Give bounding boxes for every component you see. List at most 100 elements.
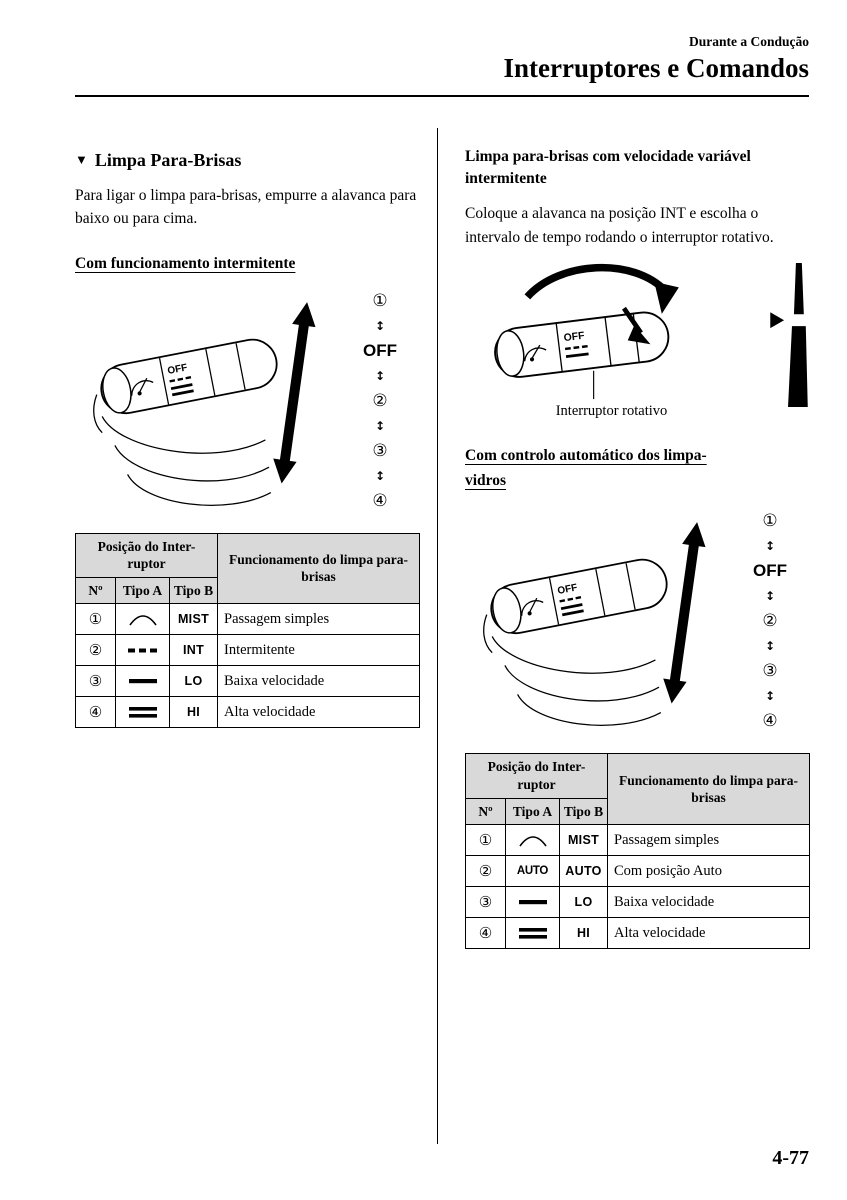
wiper-positions-table-right: Posição do Inter- ruptor Funcionamento d…	[465, 753, 810, 950]
row-number: ③	[465, 886, 506, 919]
type-b-label: MIST	[559, 824, 608, 857]
function-text: Alta velocidade	[217, 696, 420, 729]
position-header-cell: Posição do Inter- ruptor	[465, 753, 608, 799]
function-text: Intermitente	[217, 634, 420, 667]
page-number: 4-77	[772, 1147, 809, 1169]
col-type-a-header: Tipo A	[505, 797, 560, 826]
section-heading: ▼Limpa Para-Brisas	[75, 150, 420, 171]
updown-arrow-icon: ↕	[374, 468, 386, 483]
position-3-label: ③	[762, 661, 778, 682]
table-row: ② INT Intermitente	[75, 634, 420, 667]
position-2-label: ②	[762, 611, 778, 632]
function-header-cell: Funcionamento do limpa para-brisas	[217, 532, 420, 605]
high-speed-double-bar-icon	[128, 706, 157, 718]
interval-scale-icon	[770, 262, 808, 407]
type-b-label: LO	[559, 886, 608, 919]
position-4-label: ④	[762, 711, 778, 732]
col-type-b-header: Tipo B	[559, 797, 608, 826]
updown-arrow-icon: ↕	[764, 689, 776, 704]
updown-arrow-icon: ↕	[374, 418, 386, 433]
table-row: ① MIST Passagem simples	[465, 824, 810, 857]
type-b-label: INT	[169, 634, 218, 667]
page-title: Interruptores e Comandos	[503, 53, 810, 83]
table-row: ④ HI Alta velocidade	[465, 917, 810, 950]
table-row: ③ LO Baixa velocidade	[465, 886, 810, 919]
position-3-label: ③	[372, 440, 388, 461]
section-eyebrow: Durante a Condução	[688, 34, 809, 49]
position-4-label: ④	[372, 490, 388, 511]
wiper-lever-illustration	[465, 505, 737, 737]
heading-variable-intermittent: Limpa para-brisas com velocidade variáve…	[465, 148, 751, 187]
type-b-label: HI	[559, 917, 608, 950]
page-header: Durante a Condução Interruptores e Coman…	[75, 34, 810, 84]
col-no-header: Nº	[75, 576, 116, 605]
wiper-lever-illustration	[75, 285, 347, 517]
position-header-line1: Posição do Inter-	[487, 759, 586, 775]
position-header-line1: Posição do Inter-	[97, 538, 196, 554]
table-row: ① MIST Passagem simples	[75, 603, 420, 636]
col-type-a-header: Tipo A	[115, 576, 170, 605]
position-2-label: ②	[372, 390, 388, 411]
type-a-symbol-cell	[115, 665, 170, 698]
type-a-symbol-cell	[505, 824, 560, 857]
function-text: Baixa velocidade	[607, 886, 810, 919]
rotary-switch-illustration	[479, 259, 731, 401]
position-header-cell: Posição do Inter- ruptor	[75, 532, 218, 578]
type-b-label: LO	[169, 665, 218, 698]
right-column: Limpa para-brisas com velocidade variáve…	[465, 130, 810, 950]
function-text: Passagem simples	[217, 603, 420, 636]
function-text: Baixa velocidade	[217, 665, 420, 698]
section-heading-text: Limpa Para-Brisas	[94, 150, 242, 170]
updown-arrow-icon: ↕	[764, 539, 776, 554]
row-number: ①	[75, 603, 116, 636]
wiper-positions-table-left: Posição do Inter- ruptor Funcionamento d…	[75, 532, 420, 729]
table-row: ② AUTO AUTO Com posição Auto	[465, 855, 810, 888]
row-number: ④	[75, 696, 116, 729]
col-type-b-header: Tipo B	[169, 576, 218, 605]
col-no-header: Nº	[465, 797, 506, 826]
type-b-label: HI	[169, 696, 218, 729]
position-header-line2: ruptor	[127, 556, 166, 572]
low-speed-bar-icon	[518, 899, 547, 904]
rotary-switch-diagram: Interruptor rotativo	[465, 259, 810, 420]
column-divider	[437, 128, 438, 1144]
intro-paragraph-left: Para ligar o limpa para-brisas, empurre …	[75, 187, 417, 228]
lever-position-ladder-left: ① ↕ OFF ↕ ② ↕ ③ ↕ ④	[347, 291, 413, 511]
type-b-label: MIST	[169, 603, 218, 636]
updown-arrow-icon: ↕	[374, 368, 386, 383]
table-row: ④ HI Alta velocidade	[75, 696, 420, 729]
position-1-label: ①	[372, 290, 388, 311]
type-a-symbol-cell	[505, 886, 560, 919]
rotary-illustration-block: Interruptor rotativo	[465, 259, 758, 420]
row-number: ①	[465, 824, 506, 857]
left-column: ▼Limpa Para-Brisas Para ligar o limpa pa…	[75, 130, 420, 729]
type-b-label: AUTO	[559, 855, 608, 888]
type-a-auto-label: AUTO	[505, 855, 560, 888]
updown-arrow-icon: ↕	[764, 589, 776, 604]
table-row: ③ LO Baixa velocidade	[75, 665, 420, 698]
mist-arc-icon	[128, 615, 157, 626]
off-position-label: OFF	[363, 340, 397, 360]
type-a-symbol-cell	[115, 634, 170, 667]
mist-arc-icon	[518, 835, 547, 847]
type-a-symbol-cell	[505, 917, 560, 950]
function-text: Passagem simples	[607, 824, 810, 857]
high-speed-double-bar-icon	[518, 927, 547, 939]
function-header-cell: Funcionamento do limpa para-brisas	[607, 753, 810, 826]
subheading-auto-control: Com controlo automático dos limpa-vidros	[465, 446, 707, 489]
position-header-line2: ruptor	[517, 777, 556, 793]
function-text: Com posição Auto	[607, 855, 810, 888]
wiper-lever-diagram-left: ① ↕ OFF ↕ ② ↕ ③ ↕ ④	[75, 285, 420, 517]
row-number: ②	[465, 855, 506, 888]
wiper-lever-diagram-right: ① ↕ OFF ↕ ② ↕ ③ ↕ ④	[465, 505, 810, 737]
intro-paragraph-right: Coloque a alavanca na posição INT e esco…	[465, 205, 774, 246]
type-a-symbol-cell	[115, 696, 170, 729]
lever-position-ladder-right: ① ↕ OFF ↕ ② ↕ ③ ↕ ④	[737, 511, 803, 731]
type-a-symbol-cell	[115, 603, 170, 636]
off-position-label: OFF	[753, 561, 787, 581]
row-number: ④	[465, 917, 506, 950]
rotary-caption: Interruptor rotativo	[555, 402, 668, 419]
function-text: Alta velocidade	[607, 917, 810, 950]
intermittent-dashes-icon	[127, 648, 157, 653]
